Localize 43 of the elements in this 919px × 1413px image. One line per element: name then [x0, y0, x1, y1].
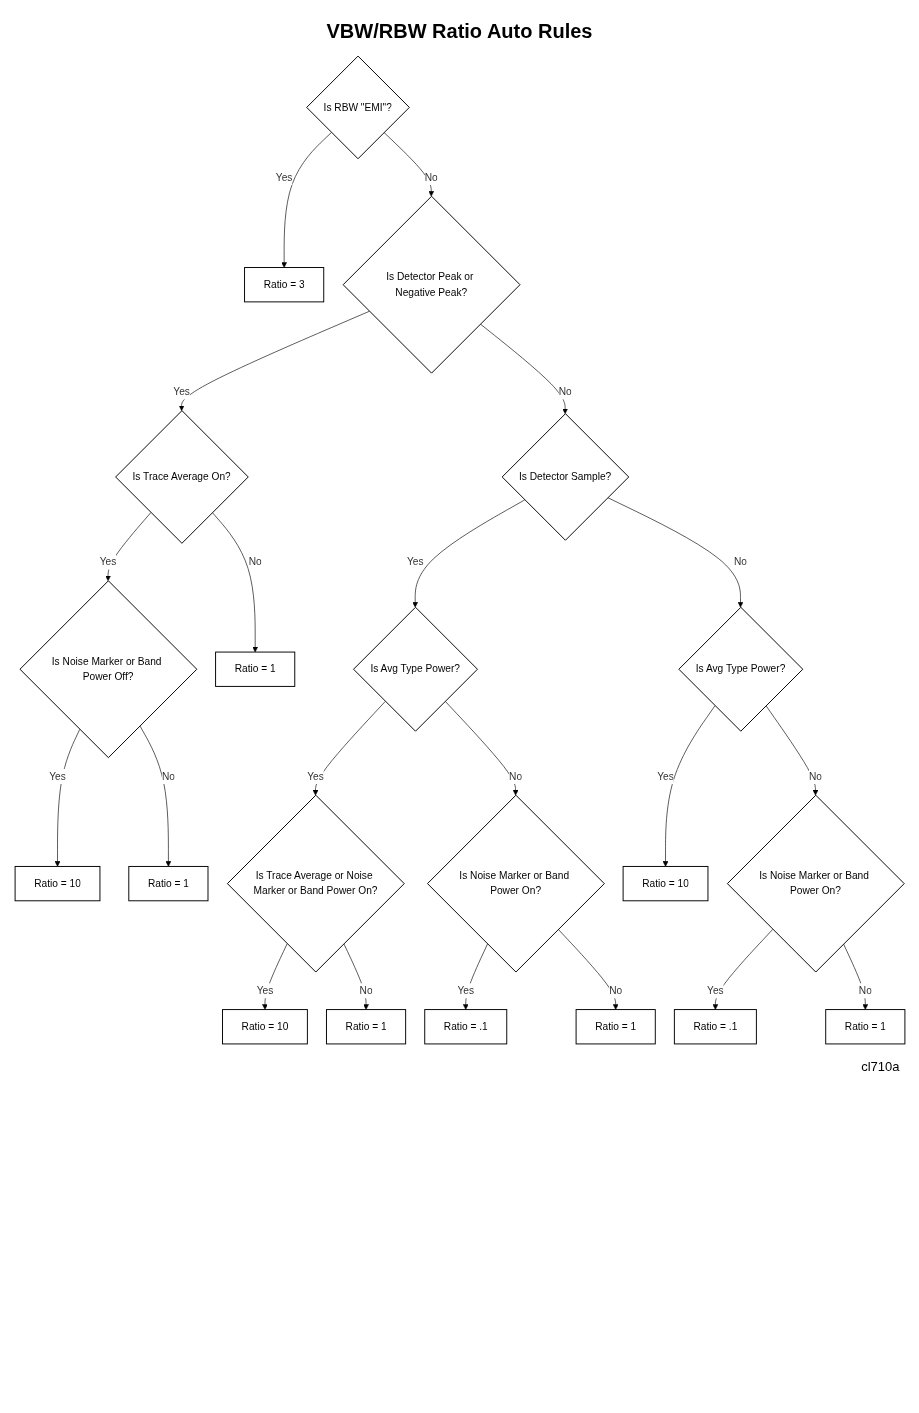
edge-label: Yes [706, 985, 724, 996]
node-box: Ratio = 1 [214, 651, 295, 687]
edge-label: Yes [656, 770, 674, 782]
node-box: Ratio = 1 [575, 1009, 656, 1045]
node-diamond: Is Noise Marker or Band Power On? [726, 794, 905, 973]
node-diamond: Is Trace Average or Noise Marker or Band Power On? [226, 794, 405, 973]
node-diamond: Is Detector Sample? [501, 413, 629, 541]
node-box: Ratio = 10 [221, 1009, 308, 1045]
node-box: Ratio = 1 [824, 1009, 905, 1045]
edge-label: Yes [256, 985, 273, 996]
edge-label: No [359, 985, 373, 996]
diagram-title: VBW/RBW Ratio Auto Rules [325, 20, 594, 43]
edge-label: Yes [172, 386, 190, 397]
node-diamond: Is RBW "EMI"? [305, 55, 410, 160]
edge-label: No [508, 770, 522, 782]
node-box: Ratio = 1 [325, 1009, 406, 1045]
node-diamond: Is Noise Marker or Band Power Off? [19, 580, 197, 759]
edge-label: No [558, 386, 572, 397]
node-box: Ratio = .1 [423, 1009, 507, 1045]
edge-label: No [808, 770, 822, 782]
edge-label: No [424, 171, 438, 183]
node-box: Ratio = 10 [14, 865, 100, 902]
node-diamond: Is Noise Marker or Band Power On? [426, 794, 605, 973]
edge-label: No [858, 985, 872, 996]
edge-label: Yes [456, 985, 474, 996]
edge-label: Yes [275, 171, 292, 183]
edge-label: No [608, 985, 622, 996]
node-box: Ratio = 10 [622, 865, 708, 902]
node-diamond: Is Avg Type Power? [352, 606, 478, 732]
edge-label: Yes [306, 770, 324, 782]
node-box: Ratio = 1 [127, 865, 208, 902]
figure-code: cl710a [861, 1059, 900, 1074]
edge-label: Yes [48, 770, 66, 782]
edge-label: No [733, 556, 747, 568]
edge-label: No [248, 556, 262, 568]
node-diamond: Is Trace Average On? [114, 410, 249, 544]
node-box: Ratio = .1 [673, 1009, 757, 1045]
edge-label: Yes [99, 556, 116, 568]
edge-label: No [161, 770, 175, 782]
edge-label: Yes [406, 556, 423, 568]
node-diamond: Is Detector Peak or Negative Peak? [342, 195, 520, 374]
node-box: Ratio = 3 [243, 267, 324, 303]
node-diamond: Is Avg Type Power? [677, 606, 803, 732]
